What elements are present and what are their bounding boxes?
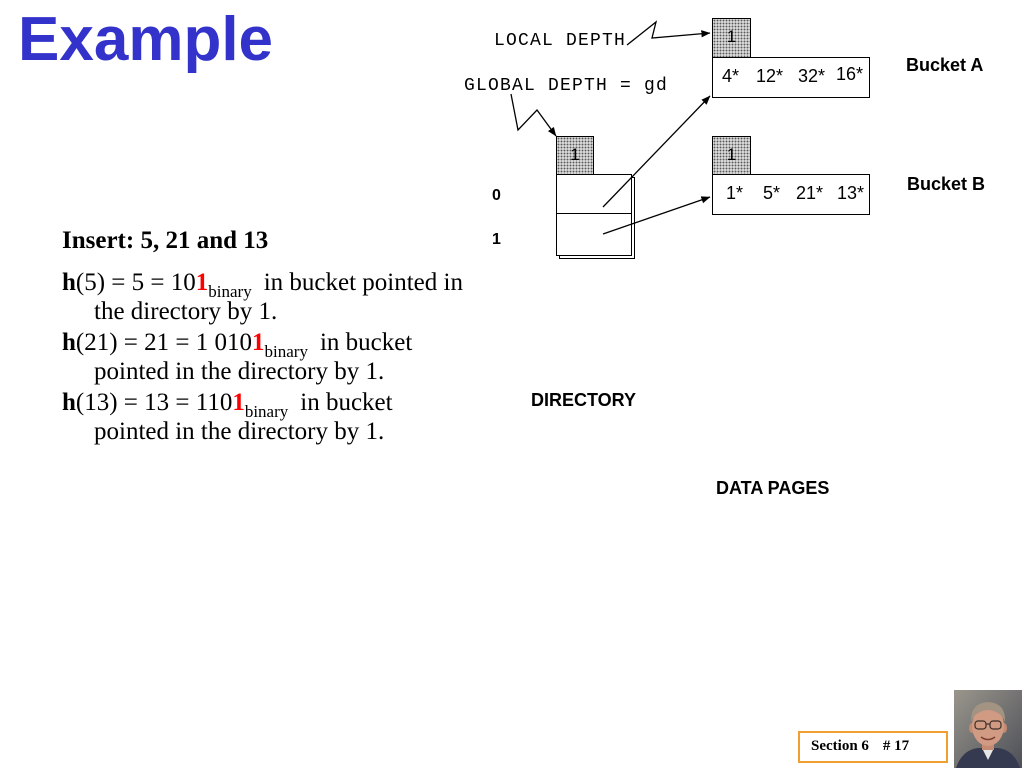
global-depth-callout-arrow xyxy=(510,93,557,137)
bucket-b-page: 1* 5* 21* 13* xyxy=(712,174,870,215)
highlighted-bit: 1 xyxy=(195,269,209,296)
hash-statement: h(5) = 5 = 101binary in bucket pointed in… xyxy=(62,268,463,326)
bucket-a-label: Bucket A xyxy=(906,55,984,75)
explanation-text: Insert: 5, 21 and 13 h(5) = 5 = 101binar… xyxy=(62,226,463,446)
hash-explanation: in bucket pointed in xyxy=(263,269,463,296)
section-label: Section 6 xyxy=(811,738,869,754)
hash-explanation-cont: pointed in the directory by 1. xyxy=(94,358,385,385)
directory-index: 0 xyxy=(492,187,501,204)
page-number: # 17 xyxy=(882,738,910,754)
global-depth-value: 1 xyxy=(556,136,594,175)
bucket-b-entry: 21* xyxy=(796,183,824,203)
bucket-b-entry: 5* xyxy=(763,183,781,203)
local-depth-callout-arrow xyxy=(626,20,711,46)
bucket-b-entry: 13* xyxy=(837,183,865,203)
slide-number-box: Section 6 # 17 xyxy=(798,731,948,763)
hash-statement: h(21) = 21 = 1 0101binary in bucket point… xyxy=(62,328,463,386)
directory-slot-1 xyxy=(557,215,631,256)
bucket-b-label: Bucket B xyxy=(907,174,986,194)
data-pages-caption: DATA PAGES xyxy=(716,478,830,498)
hash-line: h(21) = 21 = 1 0101binary in bucket xyxy=(62,328,463,360)
global-depth-label: GLOBAL DEPTH = gd xyxy=(464,76,669,96)
directory-index: 1 xyxy=(492,231,501,248)
slide-title: Example xyxy=(18,5,274,74)
hash-explanation: in bucket xyxy=(319,329,413,356)
bucket-a-local-depth: 1 xyxy=(712,18,751,58)
bucket-b-local-depth: 1 xyxy=(712,136,751,175)
highlighted-bit: 1 xyxy=(252,329,265,356)
hash-function: h xyxy=(62,389,76,416)
bucket-b-entry: 1* xyxy=(726,183,744,203)
binary-subscript: binary xyxy=(244,402,289,421)
local-depth-label: LOCAL DEPTH xyxy=(494,31,627,51)
hash-function: h xyxy=(62,269,76,296)
directory-caption: DIRECTORY xyxy=(531,390,637,410)
hash-explanation: in bucket xyxy=(300,389,393,416)
insert-heading: Insert: 5, 21 and 13 xyxy=(62,227,269,254)
bucket-a-entry: 4* xyxy=(722,66,740,86)
binary-subscript: binary xyxy=(208,282,252,301)
hash-function: h xyxy=(62,329,76,356)
hash-expression: (5) = 5 = 10 xyxy=(75,269,196,296)
bucket-a-entry: 16* xyxy=(836,64,864,84)
hash-line: h(13) = 13 = 1101binary in bucket xyxy=(62,388,463,420)
hash-explanation-cont: pointed in the directory by 1. xyxy=(94,418,385,445)
directory-array xyxy=(556,174,632,256)
bucket-a-entry: 32* xyxy=(798,66,826,86)
presenter-photo xyxy=(954,690,1022,768)
hash-explanation-cont: the directory by 1. xyxy=(94,298,278,325)
directory-slot-0 xyxy=(557,175,631,214)
hash-line: h(5) = 5 = 101binary in bucket pointed in xyxy=(62,268,463,300)
hash-expression: (21) = 21 = 1 010 xyxy=(75,329,253,356)
hash-statement: h(13) = 13 = 1101binary in bucket pointed… xyxy=(62,388,463,446)
bucket-a-entry: 12* xyxy=(756,66,784,86)
bucket-a-page: 4* 12* 32* 16* xyxy=(712,57,870,98)
binary-subscript: binary xyxy=(264,342,308,361)
hash-expression: (13) = 13 = 110 xyxy=(75,389,233,416)
highlighted-bit: 1 xyxy=(232,389,245,416)
